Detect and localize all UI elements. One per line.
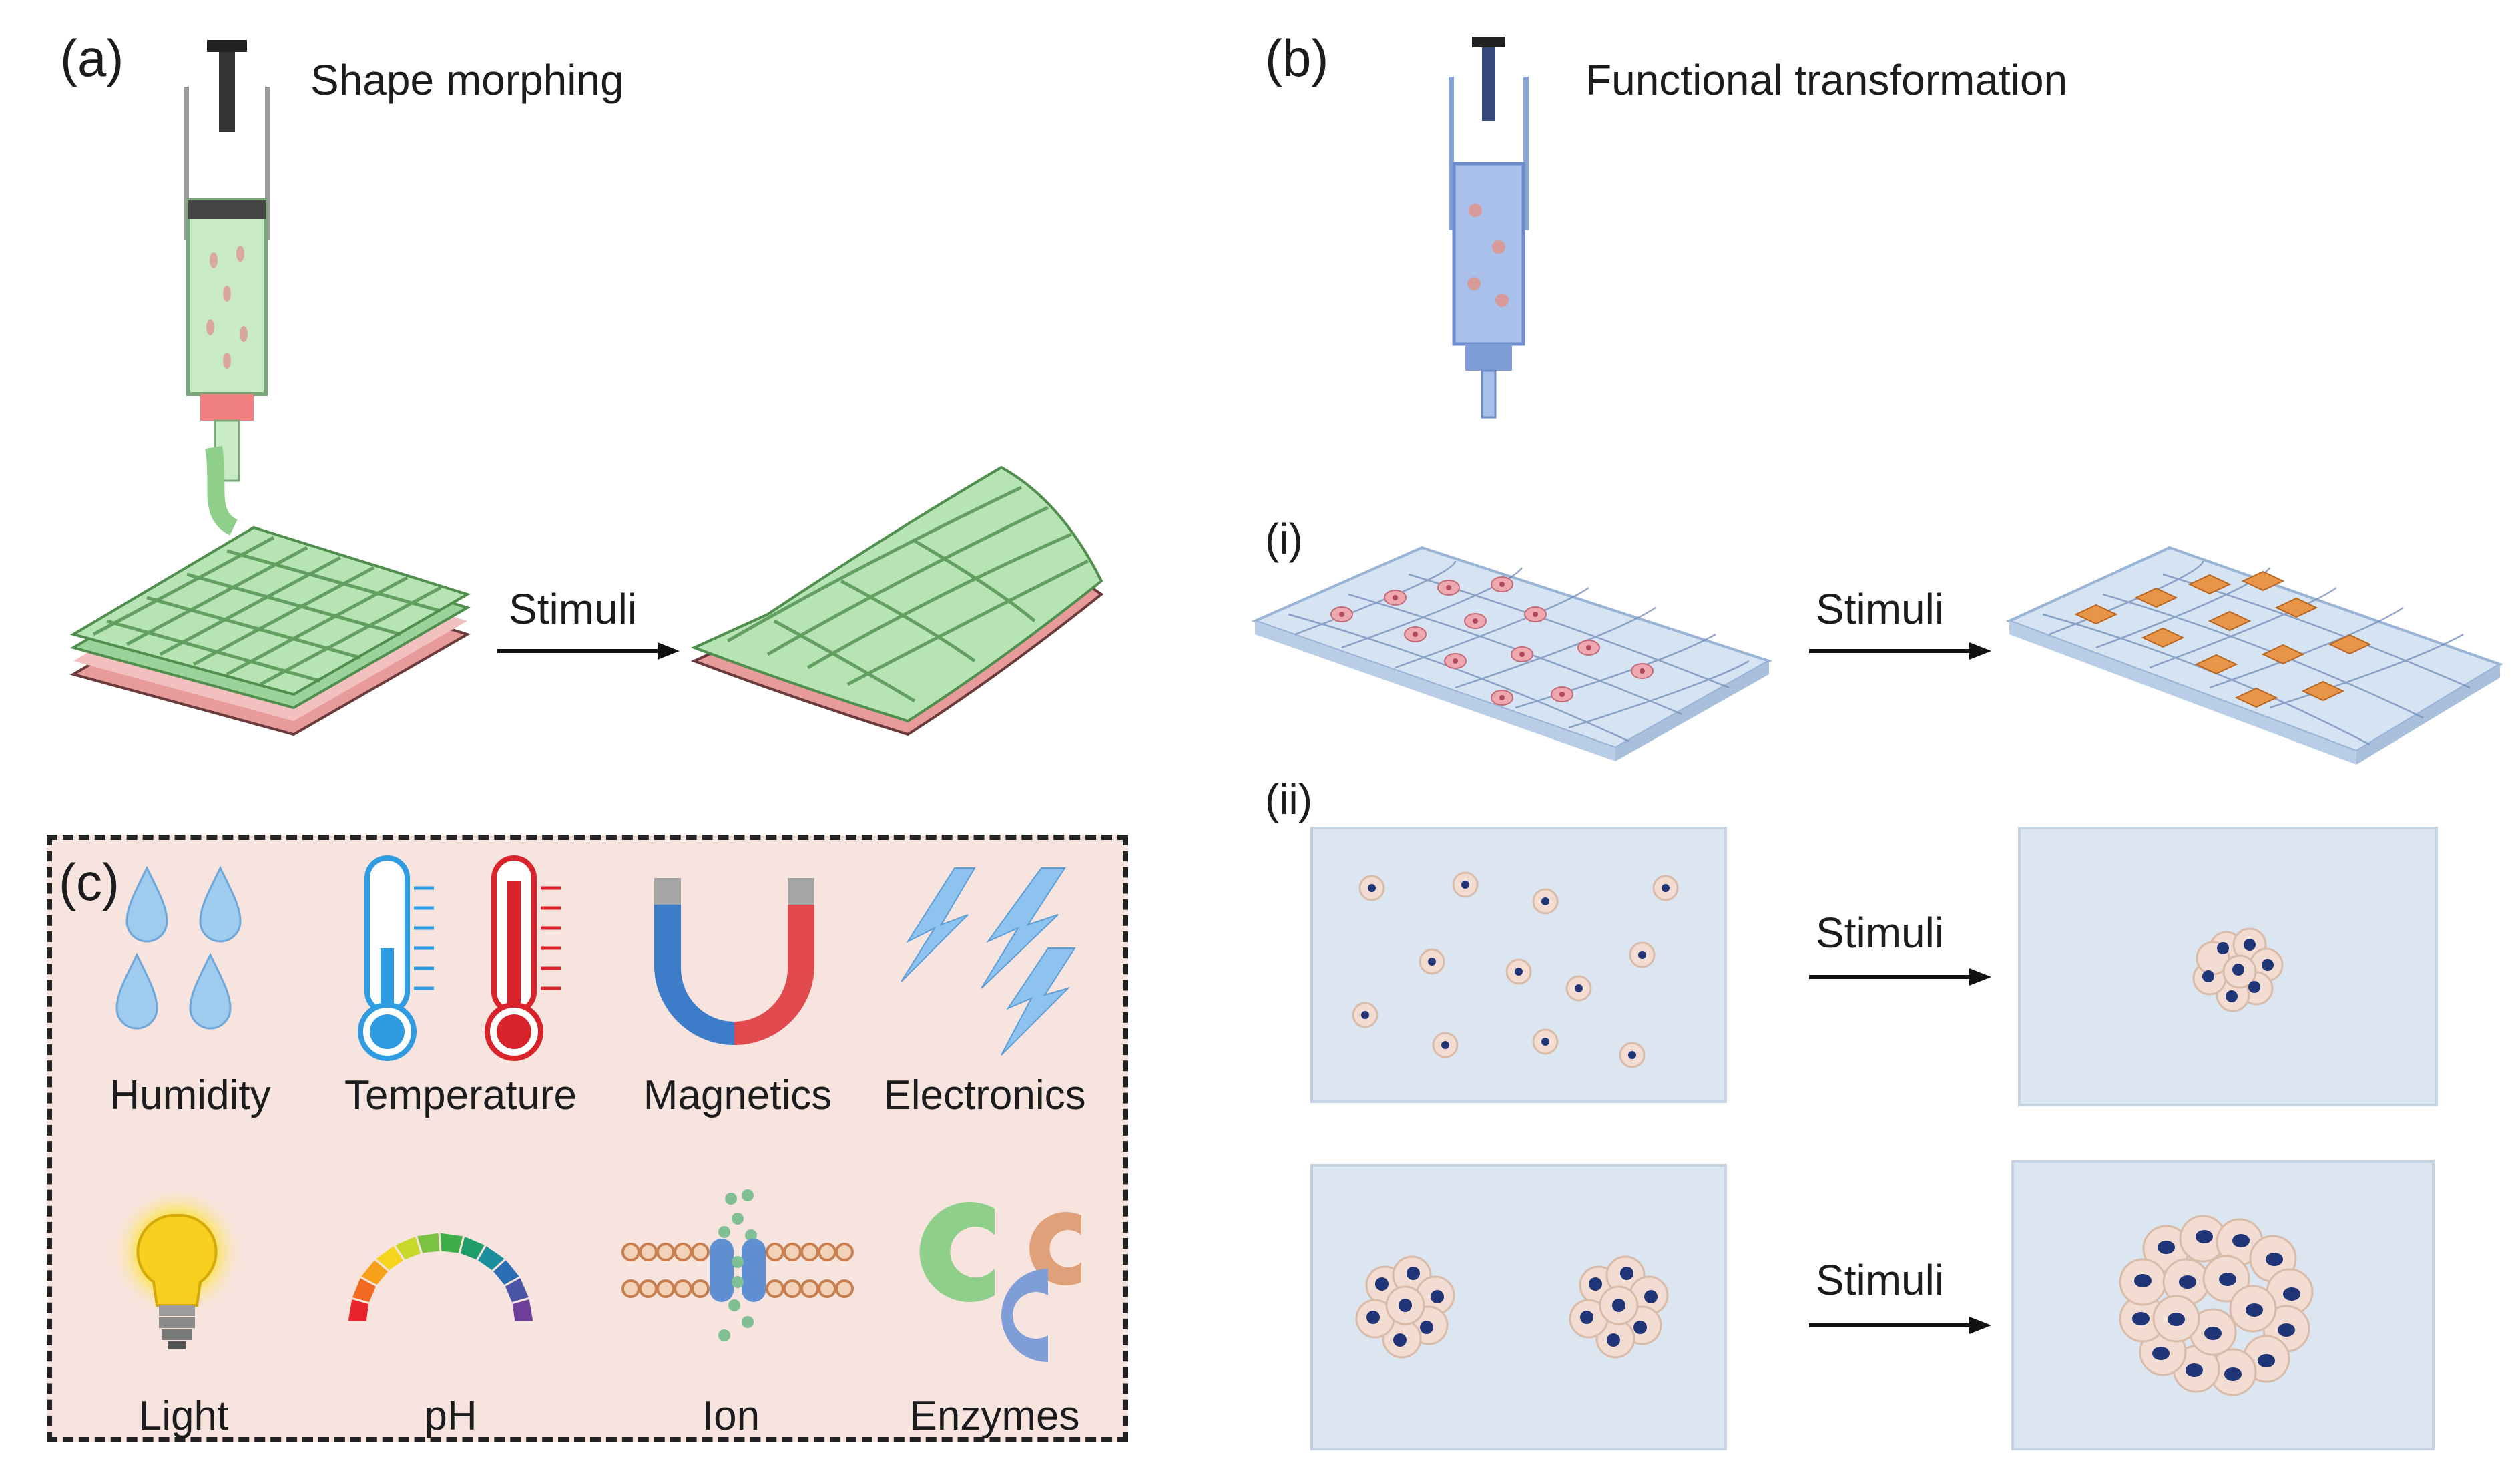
hydrogel-sheet-after	[2005, 546, 2503, 765]
sub-ii-arrow-label-2: Stimuli	[1816, 1256, 1945, 1304]
well-small-spheroid	[2018, 827, 2438, 1106]
stimuli-arrow-b-ii-2	[1809, 1317, 1991, 1334]
label-enzymes: Enzymes	[909, 1393, 1080, 1439]
panel-b-title: Functional transformation	[1585, 56, 2068, 104]
panel-c-label: (c)	[59, 853, 119, 911]
lightning-icon	[901, 867, 1076, 1056]
well-dispersed-cells	[1310, 827, 1727, 1103]
label-humidity: Humidity	[109, 1072, 271, 1118]
panel-a-arrow-label: Stimuli	[509, 585, 638, 633]
sub-i-arrow-label: Stimuli	[1816, 585, 1945, 633]
ion-channel-icon	[621, 1189, 854, 1341]
label-electronics: Electronics	[883, 1072, 1086, 1118]
sub-i-label: (i)	[1265, 515, 1303, 563]
panel-b-label: (b)	[1265, 29, 1329, 87]
ph-scale-icon	[346, 1231, 535, 1323]
sub-ii-arrow-label-1: Stimuli	[1816, 909, 1945, 957]
label-ion: Ion	[702, 1393, 760, 1439]
label-magnetics: Magnetics	[643, 1072, 832, 1118]
panel-a-title: Shape morphing	[310, 56, 624, 104]
printed-scaffold-flat	[69, 445, 471, 736]
stimuli-arrow-a	[497, 642, 680, 660]
water-drops-icon	[115, 865, 242, 1030]
syringe-blue-icon	[1449, 37, 1529, 419]
panel-a-label: (a)	[60, 29, 124, 87]
well-large-spheroid	[2011, 1160, 2435, 1450]
stimuli-arrow-b-i	[1809, 642, 1991, 660]
thermometer-icon	[358, 855, 561, 1061]
label-ph: pH	[424, 1393, 477, 1439]
hydrogel-sheet-before	[1251, 546, 1772, 761]
label-temperature: Temperature	[344, 1072, 577, 1118]
well-two-spheroids	[1310, 1164, 1727, 1450]
syringe-green-icon	[184, 40, 270, 482]
enzyme-icon	[919, 1202, 1081, 1362]
sub-ii-label: (ii)	[1265, 775, 1313, 823]
magnet-icon	[654, 878, 814, 1045]
label-light: Light	[138, 1393, 229, 1439]
stimuli-arrow-b-ii-1	[1809, 968, 1991, 986]
printed-scaffold-curved	[690, 465, 1104, 736]
light-bulb-icon	[110, 1192, 244, 1349]
